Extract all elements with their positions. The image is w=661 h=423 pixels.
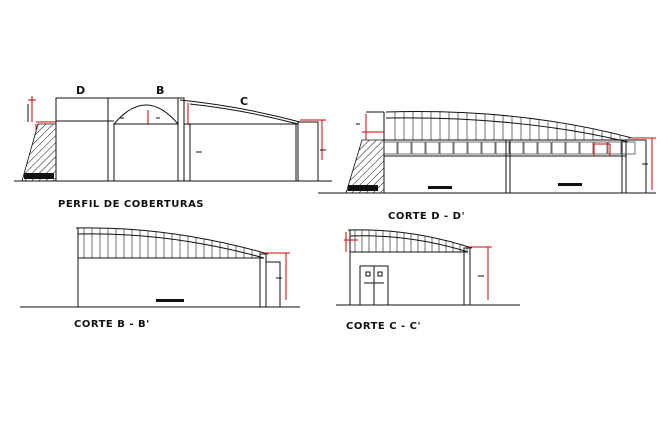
block-unit — [607, 141, 622, 155]
label-d: D — [76, 84, 85, 97]
block-unit — [565, 141, 580, 155]
block-unit — [523, 141, 538, 155]
block-unit — [551, 141, 566, 155]
corte-cc-title: CORTE C - C' — [346, 321, 421, 332]
block-unit — [439, 141, 454, 155]
corte-bb: CORTE B - B' — [20, 227, 300, 330]
block-unit — [579, 141, 594, 155]
block-unit — [495, 141, 510, 155]
block-unit — [537, 141, 552, 155]
label-b: B — [156, 84, 164, 97]
block-unit — [467, 141, 482, 155]
corte-bb-title: CORTE B - B' — [74, 319, 150, 330]
label-c: C — [240, 95, 248, 108]
block-unit — [411, 141, 426, 155]
block-unit — [397, 141, 412, 155]
corte-dd-title: CORTE D - D' — [388, 211, 465, 222]
perfil-de-coberturas: D B C PERFIL DE COBERTURAS — [14, 84, 332, 210]
block-unit — [383, 141, 398, 155]
block-unit — [621, 141, 636, 155]
corte-cc: CORTE C - C' — [336, 229, 520, 332]
block-unit — [481, 141, 496, 155]
block-unit — [453, 141, 468, 155]
block-unit — [425, 141, 440, 155]
corte-dd: CORTE D - D' — [318, 111, 656, 222]
block-unit — [509, 141, 524, 155]
perfil-title: PERFIL DE COBERTURAS — [58, 199, 204, 210]
